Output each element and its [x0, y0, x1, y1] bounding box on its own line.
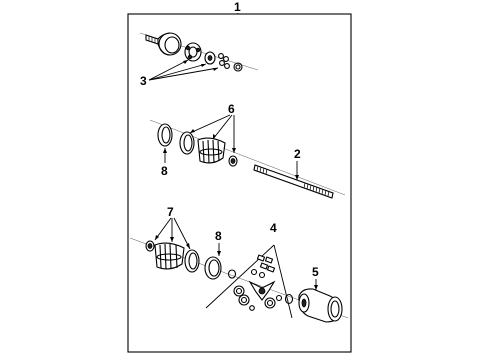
callout-6-leader [189, 114, 231, 134]
tripod-needle [264, 256, 274, 264]
tripod-roller [233, 285, 245, 297]
callout-3-leader [148, 67, 219, 81]
bearing-ball [219, 60, 225, 66]
tripod-needle [266, 265, 276, 273]
bearing-ball [223, 56, 229, 62]
callout-4: 4 [270, 221, 277, 235]
tripod-roller [238, 294, 250, 306]
bearing-ball [218, 53, 224, 59]
axle-shaft [253, 164, 334, 199]
callout-5: 5 [312, 265, 319, 279]
callout-3-leader [148, 59, 189, 81]
washer [284, 293, 294, 305]
callout-8-lower: 8 [215, 229, 222, 243]
callout-4-bracket [205, 244, 275, 309]
callout-7-leader [173, 217, 191, 250]
callout-7: 7 [167, 205, 174, 219]
callout-2: 2 [294, 147, 301, 161]
diagram-frame [127, 13, 352, 353]
callout-8-upper: 8 [161, 164, 168, 178]
tripod-needle [259, 262, 269, 270]
callout-6: 6 [228, 102, 235, 116]
outer-cv-joint-group [139, 32, 259, 72]
callout-4-bracket [273, 244, 293, 319]
callout-1: 1 [234, 0, 241, 14]
callout-3-leader [148, 63, 207, 81]
callout-6-leader [212, 114, 233, 140]
callout-3: 3 [140, 74, 147, 88]
axis-line-middle [149, 119, 346, 196]
snap-ring [233, 62, 243, 72]
tripod-roller [264, 297, 276, 309]
boot-and-shaft-group [149, 119, 346, 199]
tripod-needle [256, 254, 266, 262]
bearing-ball [224, 63, 230, 69]
washer [227, 269, 237, 279]
inner-joint-group [129, 237, 349, 323]
